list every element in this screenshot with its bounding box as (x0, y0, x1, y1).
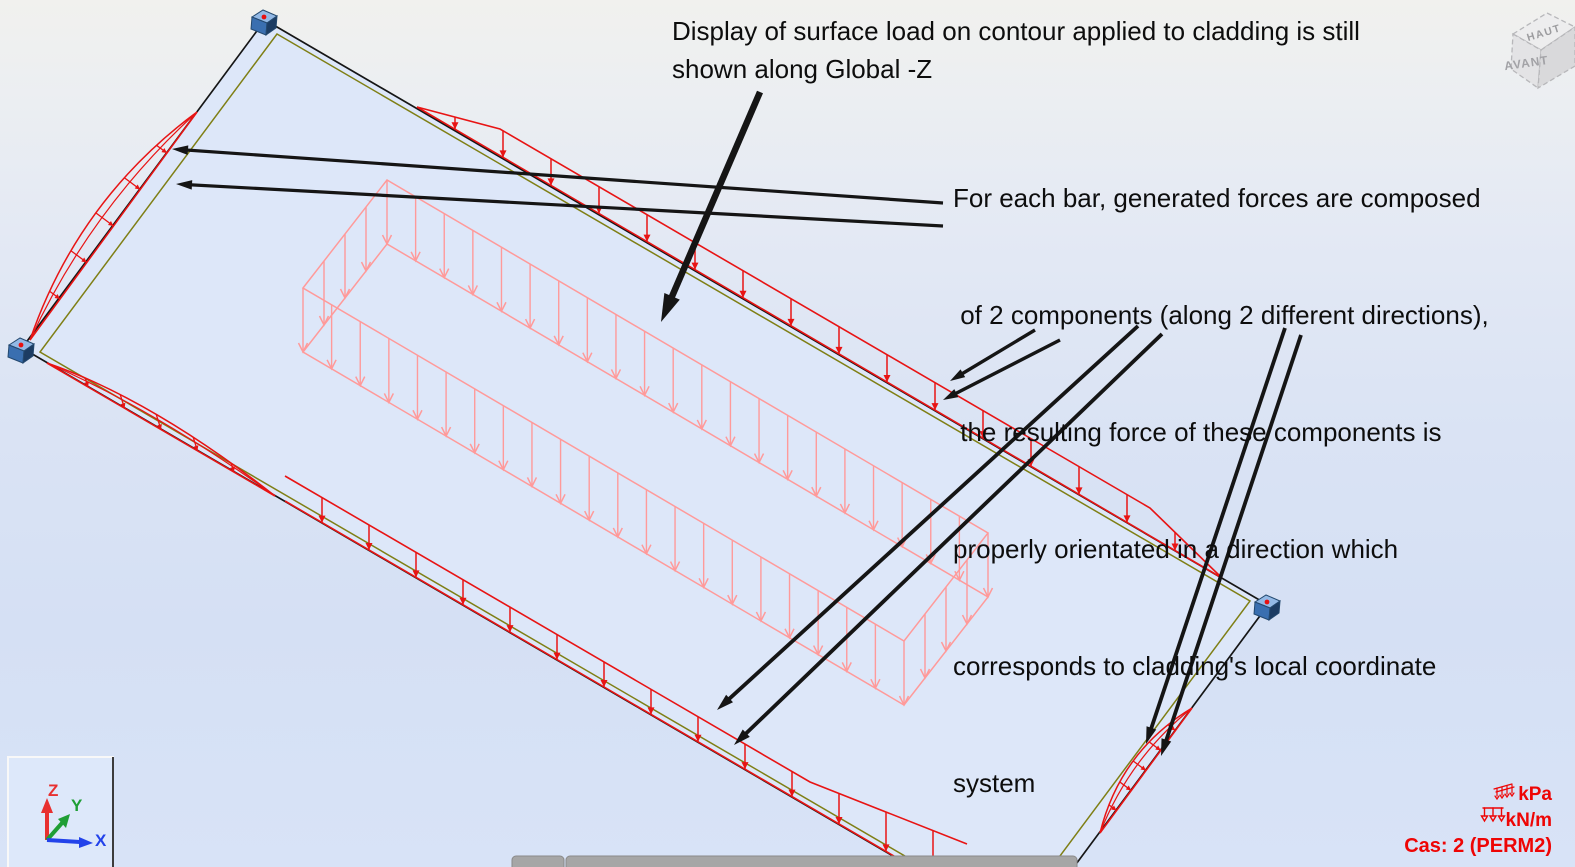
y-axis-label: Y (71, 796, 83, 815)
contour-load-display (297, 179, 994, 707)
edge-bar-load-display (29, 106, 1223, 867)
bottom-scrollbar[interactable] (511, 855, 1078, 867)
annotation-note-1: Display of surface load on contour appli… (672, 12, 1360, 88)
x-axis-label: X (95, 831, 107, 850)
axis-triad: Z Y X (7, 756, 114, 867)
annotation-note-2-line: corresponds to cladding's local coordina… (953, 651, 1437, 681)
annotation-note-2-line: system (953, 768, 1036, 798)
annotation-note-1-line: Display of surface load on contour appli… (672, 16, 1360, 46)
annotation-note-2-line: of 2 components (along 2 different direc… (953, 300, 1489, 330)
annotation-note-2: For each bar, generated forces are compo… (953, 101, 1489, 867)
line-load-icon (1480, 807, 1506, 823)
scrollbar-button[interactable] (511, 855, 565, 867)
x-axis-arrowhead (79, 837, 93, 848)
view-cube-front-label: AVANT (1503, 53, 1549, 73)
surface-unit-label: kPa (1518, 784, 1552, 805)
view-cube-front-face[interactable] (1510, 32, 1542, 90)
load-case-label: Cas: 2 (PERM2) (1404, 835, 1552, 857)
z-axis-arrowhead (41, 798, 53, 813)
x-axis-arrow (46, 838, 81, 844)
annotation-note-2-line: For each bar, generated forces are compo… (953, 183, 1481, 213)
load-legend: kPa kN/m Cas: 2 (PERM2) (1404, 783, 1552, 857)
surface-load-icon (1493, 783, 1515, 801)
y-axis-arrowhead (58, 814, 70, 828)
view-cube-right-face[interactable] (1537, 26, 1575, 90)
view-cube[interactable]: HAUT AVANT (1503, 12, 1575, 90)
annotation-arrows (172, 90, 1303, 756)
annotation-note-2-line: properly orientated in a direction which (953, 534, 1399, 564)
corner-supports (7, 9, 1282, 622)
scrollbar-thumb[interactable] (565, 855, 1078, 867)
annotation-note-1-line: shown along Global -Z (672, 54, 933, 84)
y-axis-arrow (45, 821, 64, 842)
line-unit-label: kN/m (1506, 810, 1552, 831)
axis-triad-box (7, 756, 114, 867)
annotation-note-2-line: the resulting force of these components … (953, 417, 1442, 447)
z-axis-label: Z (48, 781, 58, 800)
